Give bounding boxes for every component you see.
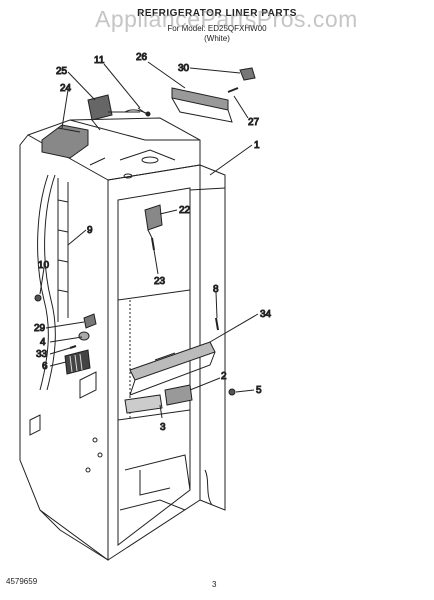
- callout-24: 24: [60, 83, 72, 94]
- part-2-bracket: [164, 384, 193, 406]
- part-4-fastener: [78, 331, 90, 341]
- document-number: 4579659: [6, 577, 38, 586]
- callout-22: 22: [179, 205, 191, 216]
- part-5-screw: [228, 388, 236, 396]
- callout-34: 34: [260, 309, 272, 320]
- callout-3: 3: [160, 422, 166, 433]
- callout-9: 9: [87, 225, 93, 236]
- part-22-bracket: [144, 204, 163, 239]
- part-34-shelf-rail: [129, 341, 216, 396]
- callout-30: 30: [178, 63, 190, 74]
- part-26-bracket: [171, 87, 233, 123]
- part-8-screw: [215, 317, 219, 331]
- part-23-screw: [151, 237, 155, 251]
- part-3-tray: [124, 394, 163, 414]
- callout-23: 23: [154, 276, 166, 287]
- callouts: 30 26 11 25 24 27 1 22 9 10 23 8 34 29 4…: [34, 52, 273, 434]
- model-line: For Model: ED25QFXHW00: [167, 24, 267, 33]
- diagram-title: REFRIGERATOR LINER PARTS: [137, 8, 297, 19]
- page-number: 3: [212, 580, 217, 589]
- callout-8: 8: [213, 284, 219, 295]
- callout-26: 26: [136, 52, 148, 63]
- callout-4: 4: [40, 337, 46, 348]
- callout-27: 27: [248, 117, 260, 128]
- part-33-screw: [69, 345, 77, 349]
- callout-5: 5: [256, 385, 262, 396]
- part-29-clip: [83, 313, 97, 329]
- part-10-screw: [34, 294, 42, 302]
- callout-10: 10: [38, 260, 50, 271]
- part-11-wire-harness: [124, 109, 151, 117]
- callout-2: 2: [221, 371, 227, 382]
- part-6-fan-grille: [64, 349, 91, 375]
- callout-6: 6: [42, 361, 48, 372]
- callout-25: 25: [56, 66, 68, 77]
- refrigerator-liner: [19, 117, 226, 561]
- callout-29: 29: [34, 323, 46, 334]
- callout-1: 1: [254, 140, 260, 151]
- part-30-clip: [239, 67, 256, 81]
- leader-lines: [39, 61, 259, 419]
- callout-33: 33: [36, 349, 48, 360]
- callout-11: 11: [94, 55, 105, 66]
- part-27-screw: [227, 87, 239, 93]
- color-line: (White): [204, 34, 230, 43]
